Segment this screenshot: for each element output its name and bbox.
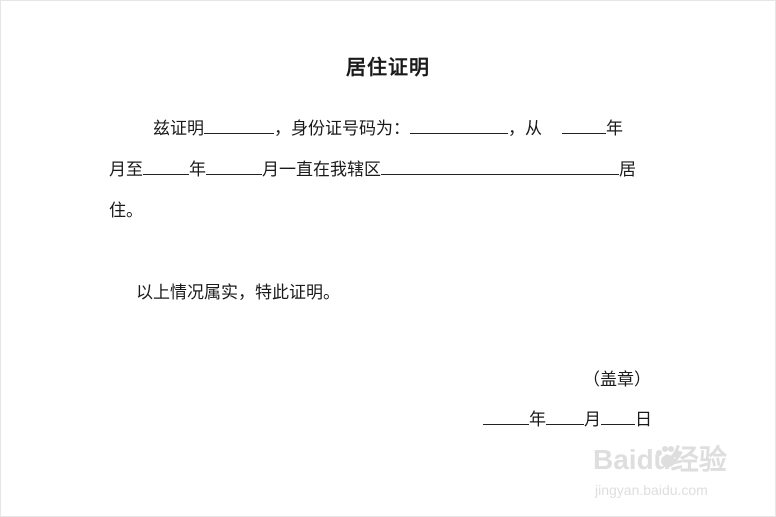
address-blank[interactable] [381, 156, 619, 175]
text-from: ，从 [508, 119, 542, 139]
text-ju: 居 [619, 160, 636, 180]
body-line-2: 月至 年 月一直在我辖区 居 [109, 156, 636, 182]
date-line: 年月日 [483, 405, 652, 430]
text-residing: 月一直在我辖区 [262, 160, 381, 180]
seal-label: （盖章） [583, 370, 651, 390]
text-year: 年 [606, 119, 623, 139]
sign-year-blank[interactable] [483, 406, 529, 425]
body-line-1: 兹证明 ，身份证号码为： ，从 年 [153, 115, 623, 141]
name-blank[interactable] [204, 115, 274, 134]
sign-month-blank[interactable] [546, 406, 584, 425]
statement: 以上情况属实，特此证明。 [136, 283, 340, 303]
paw-icon [656, 446, 680, 467]
baidu-watermark-logo: Baidu经验 jingyan.baidu.com [593, 443, 727, 498]
end-year-blank[interactable] [143, 156, 189, 175]
date-month: 月 [584, 410, 601, 430]
date-day: 日 [635, 410, 652, 430]
document-title: 居住证明 [346, 55, 430, 79]
watermark-url: jingyan.baidu.com [594, 482, 708, 498]
text-month-to: 月至 [109, 160, 143, 180]
sign-day-blank[interactable] [601, 406, 635, 425]
text-id-number: ，身份证号码为： [274, 119, 410, 139]
start-year-blank[interactable] [562, 115, 606, 134]
id-number-blank[interactable] [410, 115, 508, 134]
watermark-brand: Baidu经验 [593, 443, 727, 475]
body-line-3: 住。 [109, 201, 143, 221]
end-month-blank[interactable] [206, 156, 262, 175]
text-certify: 兹证明 [153, 119, 204, 139]
text-year-2: 年 [189, 160, 206, 180]
date-year: 年 [529, 410, 546, 430]
